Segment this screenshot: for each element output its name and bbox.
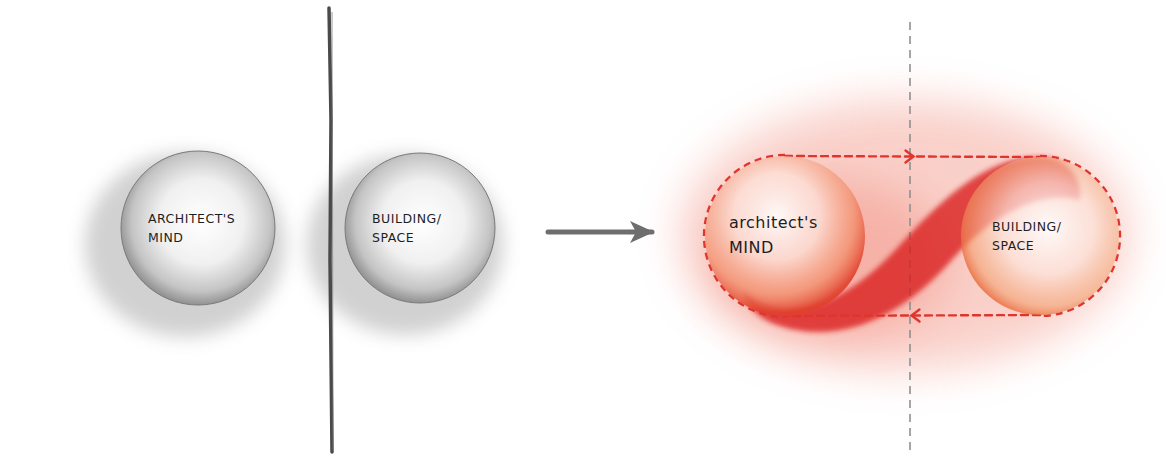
circle-label: BUILDING/ SPACE (372, 209, 468, 248)
concept-circle: BUILDING/ SPACE (960, 156, 1120, 316)
concept-circle: architect's MIND (704, 155, 866, 317)
transform-arrow (548, 230, 652, 235)
circle-outline (960, 156, 1120, 316)
circle-outline (704, 155, 866, 317)
circle-shape (121, 151, 275, 305)
circle-outline (344, 152, 496, 304)
feedback-loop-arrow (785, 315, 1040, 316)
circle-label: BUILDING/ SPACE (992, 217, 1088, 256)
circle-shape (705, 156, 865, 316)
circle-label: architect's MIND (729, 211, 841, 261)
concept-circle: ARCHITECT'S MIND (120, 150, 276, 306)
circle-label: ARCHITECT'S MIND (148, 209, 248, 248)
circle-shape (961, 157, 1119, 315)
concept-circle: BUILDING/ SPACE (344, 152, 496, 304)
circle-outline (120, 150, 276, 306)
feedback-loop-arrow (785, 156, 1040, 157)
circle-shape (345, 153, 495, 303)
